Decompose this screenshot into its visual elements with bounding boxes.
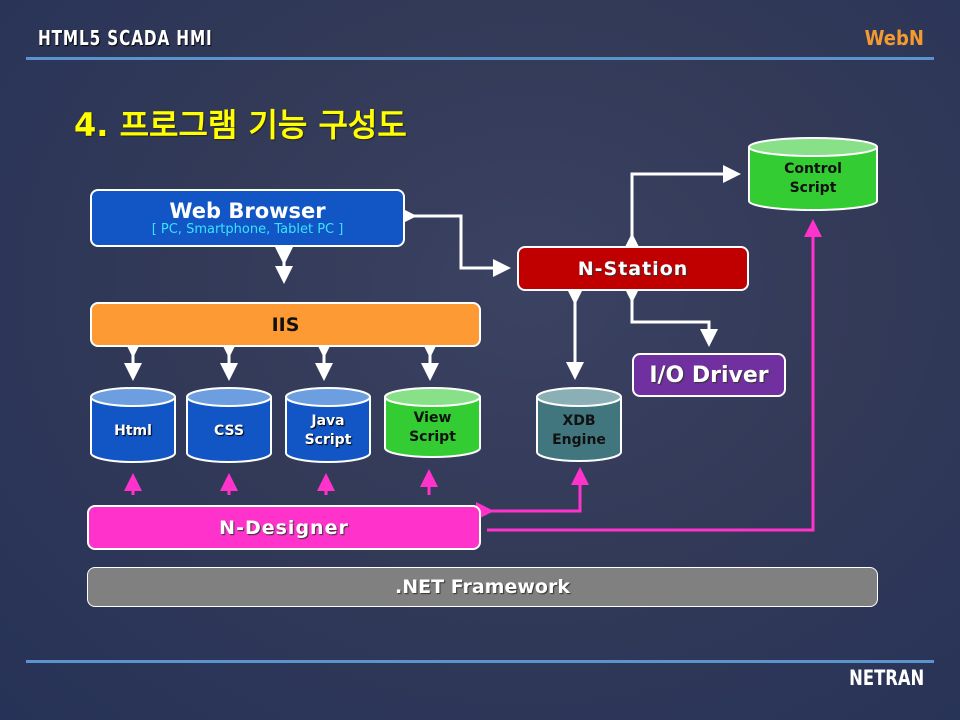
edge-designer-control	[487, 219, 822, 532]
n-station-node: N-Station	[517, 246, 749, 291]
footer-brand-logo: NETRAN	[848, 666, 924, 690]
iis-label: IIS	[271, 313, 300, 336]
database-icon	[536, 387, 622, 462]
database-icon	[285, 387, 371, 463]
database-icon	[90, 387, 176, 463]
view-script-db-node: View Script	[384, 387, 481, 459]
io-driver-node: I/O Driver	[632, 353, 786, 397]
net-framework-label: .NET Framework	[395, 576, 570, 598]
io-driver-label: I/O Driver	[649, 362, 769, 388]
n-designer-label: N-Designer	[219, 516, 349, 539]
javascript-db-node: Java Script	[285, 387, 371, 464]
database-icon	[186, 387, 272, 463]
page-title: 4. 프로그램 기능 구성도	[74, 106, 407, 144]
css-db-node: CSS	[186, 387, 272, 464]
control-script-db-label-line2: Script	[789, 180, 837, 196]
header-brand-logo: WebN	[864, 26, 924, 50]
javascript-db-label-line2: Script	[304, 432, 352, 448]
header-divider	[26, 57, 934, 60]
n-designer-node: N-Designer	[87, 505, 481, 550]
javascript-db-label-line1: Java	[311, 413, 345, 429]
xdb-engine-db-node: XDB Engine	[536, 387, 622, 463]
html-db-node: Html	[90, 387, 176, 464]
view-script-db-label-line1: View	[413, 410, 452, 426]
net-framework-node: .NET Framework	[87, 567, 878, 607]
control-script-db-label-line1: Control	[784, 161, 842, 177]
web-browser-sublabel: [ PC, Smartphone, Tablet PC ]	[151, 221, 344, 237]
n-station-label: N-Station	[577, 257, 689, 280]
css-db-label-line1: CSS	[213, 422, 245, 439]
edge-designer-xdb	[476, 467, 589, 520]
edge-browser-nstation	[399, 207, 511, 277]
web-browser-node: Web Browser [ PC, Smartphone, Tablet PC …	[90, 189, 405, 247]
view-script-db-label-line2: Script	[409, 429, 456, 445]
control-script-db-node: Control Script	[748, 137, 878, 212]
header-title: HTML5 SCADA HMI	[38, 26, 213, 50]
html-db-label-line1: Html	[114, 422, 152, 439]
footer-divider	[26, 660, 934, 663]
database-icon	[748, 137, 878, 211]
database-icon	[384, 387, 481, 458]
edge-nstation-io	[623, 285, 718, 347]
xdb-engine-db-label-line1: XDB	[562, 413, 596, 429]
iis-node: IIS	[90, 302, 481, 347]
xdb-engine-db-label-line2: Engine	[552, 432, 606, 448]
web-browser-label: Web Browser	[169, 198, 326, 223]
edge-nstation-control	[623, 165, 741, 251]
